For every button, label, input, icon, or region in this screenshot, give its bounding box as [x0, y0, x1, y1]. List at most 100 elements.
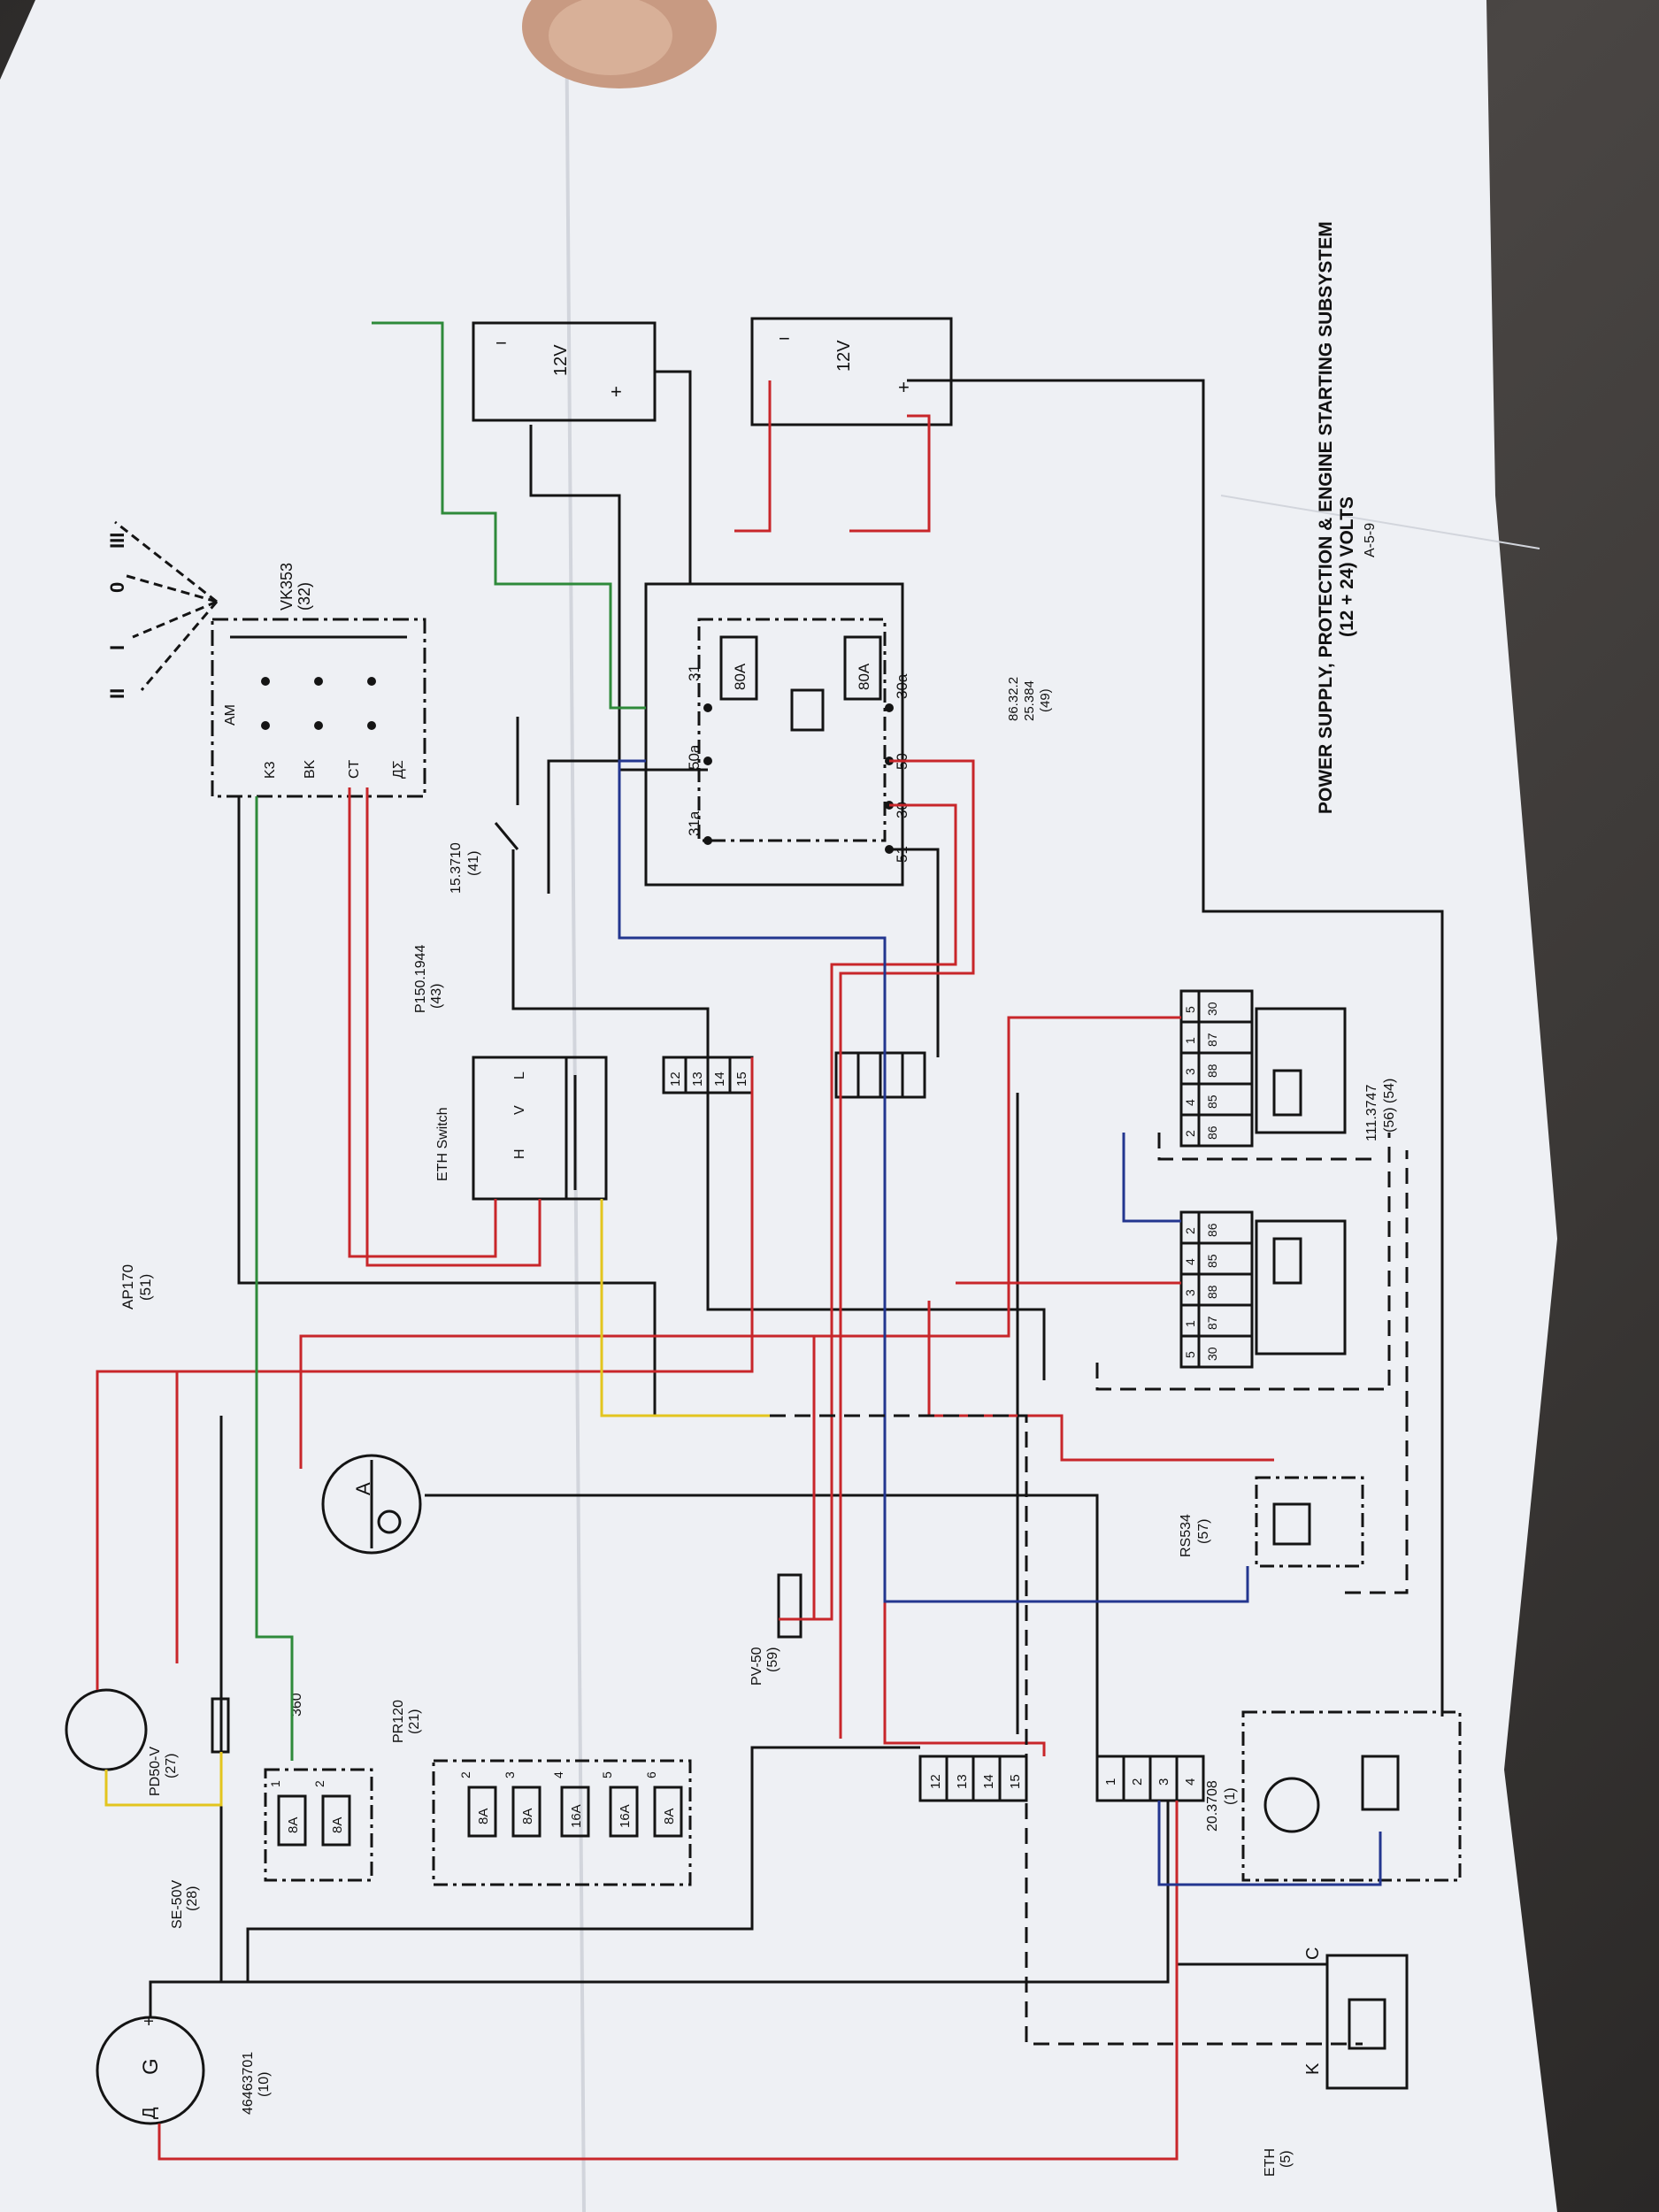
svg-text:1: 1 — [1183, 1320, 1197, 1327]
svg-text:14: 14 — [712, 1071, 727, 1087]
svg-text:(57): (57) — [1196, 1519, 1211, 1544]
svg-text:2: 2 — [1183, 1130, 1197, 1137]
svg-text:3: 3 — [1156, 1778, 1171, 1786]
svg-text:13: 13 — [955, 1774, 970, 1789]
svg-text:12V: 12V — [834, 340, 854, 372]
svg-text:+: + — [611, 380, 622, 403]
vk353-name: VK353 — [278, 563, 296, 611]
svg-text:3: 3 — [1183, 1289, 1197, 1296]
svg-text:2: 2 — [1130, 1778, 1145, 1786]
svg-text:A: A — [352, 1482, 374, 1495]
svg-text:CT: CT — [347, 759, 362, 779]
svg-text:(49): (49) — [1038, 688, 1053, 712]
svg-text:0: 0 — [106, 582, 128, 593]
svg-text:(27): (27) — [164, 1754, 179, 1778]
wires-black — [149, 370, 1444, 2017]
svg-text:I: I — [106, 645, 128, 650]
svg-text:12: 12 — [928, 1774, 943, 1789]
svg-text:BK: BK — [303, 759, 318, 779]
svg-text:+: + — [898, 376, 910, 398]
svg-text:15: 15 — [1008, 1774, 1023, 1789]
svg-text:1: 1 — [1183, 1037, 1197, 1044]
svg-text:(51): (51) — [137, 1274, 154, 1301]
svg-text:31a: 31a — [686, 810, 703, 836]
svg-text:III: III — [106, 533, 128, 549]
svg-text:16A: 16A — [569, 1804, 584, 1828]
svg-text:4: 4 — [1183, 1778, 1198, 1786]
generator: G + Д 46463701 (10) — [96, 2016, 272, 2125]
svg-text:8A: 8A — [330, 1817, 345, 1833]
svg-text:AM: AM — [223, 704, 238, 726]
svg-text:25.384: 25.384 — [1022, 680, 1037, 721]
svg-text:8A: 8A — [662, 1809, 677, 1824]
vk353-switch: VK353 (32) III 0 I II AM K3 BK CT ДΣ — [106, 520, 426, 798]
svg-text:4: 4 — [1183, 1099, 1197, 1106]
battery-1: 12V − + — [472, 321, 657, 422]
svg-text:88: 88 — [1205, 1064, 1219, 1078]
wires-green — [255, 321, 646, 1761]
svg-text:12: 12 — [668, 1071, 683, 1087]
svg-text:(21): (21) — [407, 1709, 422, 1734]
svg-text:H: H — [512, 1148, 527, 1159]
svg-text:PV-50: PV-50 — [749, 1647, 764, 1686]
wires-blue — [618, 759, 1382, 1886]
svg-text:G: G — [139, 2058, 163, 2075]
svg-text:C: C — [1303, 1947, 1323, 1960]
svg-text:20.3708: 20.3708 — [1205, 1780, 1220, 1832]
svg-text:86: 86 — [1205, 1223, 1219, 1237]
svg-text:8A: 8A — [286, 1817, 301, 1833]
svg-text:5: 5 — [600, 1771, 614, 1778]
starter-motor: 20.3708 (1) — [1205, 1710, 1462, 1882]
svg-text:II: II — [106, 688, 128, 699]
svg-text:−: − — [495, 332, 507, 354]
pd50-sensor: PD50-V (27) — [65, 1688, 179, 1796]
svg-text:15.3710: 15.3710 — [449, 842, 464, 894]
svg-text:30a: 30a — [894, 673, 910, 699]
svg-text:5: 5 — [1183, 1351, 1197, 1358]
svg-text:50a: 50a — [686, 744, 703, 770]
svg-text:(59): (59) — [765, 1647, 780, 1672]
rs534-relay: RS534 (57) — [1179, 1476, 1364, 1568]
svg-text:(1): (1) — [1223, 1787, 1238, 1805]
svg-text:(32): (32) — [296, 582, 313, 611]
svg-text:SE-50V: SE-50V — [170, 1880, 185, 1929]
pv50-resistor: PV-50 (59) — [749, 1573, 803, 1686]
svg-text:5: 5 — [1183, 1006, 1197, 1013]
svg-text:2: 2 — [458, 1771, 472, 1778]
wires-yellow — [104, 1199, 770, 1807]
svg-text:K: K — [1303, 2062, 1323, 2075]
svg-text:+: + — [140, 2016, 159, 2026]
svg-text:85: 85 — [1205, 1094, 1219, 1109]
svg-text:(41): (41) — [466, 851, 481, 876]
se50-sensor: SE-50V (28) — [170, 1697, 230, 1929]
svg-text:80A: 80A — [856, 663, 872, 690]
svg-text:1: 1 — [1103, 1778, 1118, 1786]
pr120-fuse-block: 8A 8A 1 2 360 8A 8A 16A 16A 8A 2 3 4 5 6… — [264, 1693, 692, 1886]
svg-text:PR120: PR120 — [391, 1700, 406, 1743]
battery-2: 12V − + — [750, 317, 953, 426]
svg-text:4: 4 — [551, 1771, 565, 1778]
diagram-title: POWER SUPPLY, PROTECTION & ENGINE STARTI… — [1316, 221, 1336, 814]
svg-text:8A: 8A — [520, 1809, 535, 1824]
svg-text:ETH Switch: ETH Switch — [435, 1107, 450, 1181]
svg-text:86.32.2: 86.32.2 — [1006, 677, 1021, 721]
svg-text:1: 1 — [268, 1780, 282, 1787]
svg-text:30: 30 — [1205, 1347, 1219, 1361]
svg-text:PD50-V: PD50-V — [148, 1747, 163, 1796]
svg-text:3: 3 — [503, 1771, 517, 1778]
svg-text:2: 2 — [1183, 1227, 1197, 1234]
wires-red — [96, 380, 1274, 2161]
eth-switch: P150.1944 (43) ETH Switch H V L — [413, 944, 608, 1201]
relay-111-3747: 5 1 3 4 2 30 87 88 85 86 2 4 3 1 5 86 85 — [1179, 989, 1397, 1369]
eth-heater-relay: K C ETH (5) — [1263, 1947, 1409, 2177]
svg-text:(43): (43) — [429, 984, 444, 1009]
svg-text:16A: 16A — [618, 1804, 633, 1828]
svg-text:Д: Д — [140, 2107, 159, 2119]
wires-dashed — [770, 1133, 1409, 2046]
svg-text:ДΣ: ДΣ — [391, 760, 406, 779]
svg-text:(5): (5) — [1279, 2150, 1294, 2168]
svg-text:15: 15 — [734, 1071, 749, 1087]
svg-text:RS534: RS534 — [1179, 1514, 1194, 1557]
ap170-ammeter: A AP170 (51) — [119, 1264, 422, 1555]
svg-text:(56) (54): (56) (54) — [1382, 1079, 1397, 1133]
